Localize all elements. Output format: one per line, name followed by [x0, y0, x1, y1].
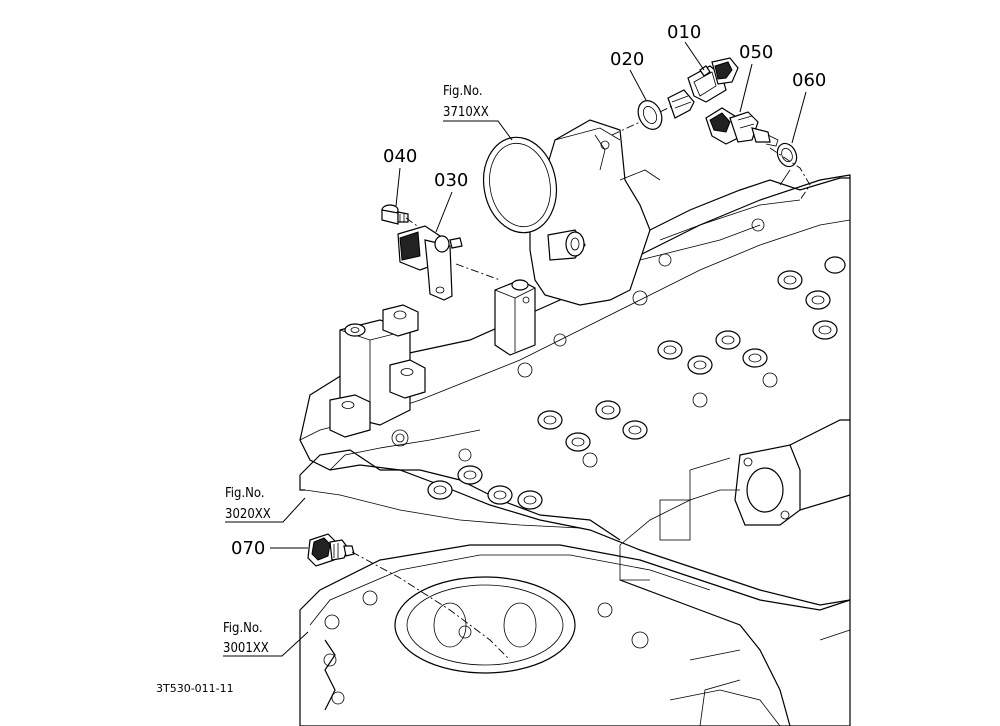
head-top-plate: [649, 169, 850, 241]
part-number-020: 020: [610, 49, 644, 70]
fig-ref-label: Fig.No.: [223, 621, 263, 636]
bolt-040: [381, 204, 409, 225]
callout-040: 040: [383, 146, 417, 207]
part-number-010: 010: [667, 22, 701, 43]
fig-ref-label: Fig.No.: [443, 84, 483, 99]
figure-reference-3020xx: Fig.No. 3020XX: [225, 486, 306, 523]
pressure-switch-070: [307, 533, 355, 567]
part-number-060: 060: [792, 70, 826, 91]
figure-reference-3001xx: Fig.No. 3001XX: [223, 621, 309, 657]
callout-020: 020: [610, 49, 647, 101]
sensor-050: [705, 107, 779, 147]
head-end-bracket: [329, 304, 426, 438]
drawing-code: 3T530-011-11: [156, 682, 234, 695]
fig-ref-number: 3710XX: [443, 105, 489, 120]
callout-070: 070: [231, 538, 308, 559]
callout-050: 050: [739, 42, 773, 113]
sensor-030: [397, 225, 463, 301]
callout-030: 030: [434, 170, 468, 233]
cylinder-head-outline: [299, 174, 851, 606]
gasket-060: [776, 142, 798, 168]
fig-ref-number: 3020XX: [225, 507, 271, 522]
part-number-030: 030: [434, 170, 468, 191]
part-number-050: 050: [739, 42, 773, 63]
cylinder-block-outline: [299, 544, 851, 726]
callout-010: 010: [667, 22, 705, 71]
callout-060: 060: [791, 70, 826, 144]
part-number-040: 040: [383, 146, 417, 167]
fig-ref-number: 3001XX: [223, 641, 269, 656]
thermostat-housing: [482, 119, 761, 306]
figure-reference-3710xx: Fig.No. 3710XX: [443, 84, 513, 141]
gasket-020: [637, 100, 663, 130]
temp-sensor-010: [667, 57, 739, 119]
head-gasket-outline: [299, 449, 621, 541]
sensor-mount-boss: [494, 279, 536, 356]
part-number-070: 070: [231, 538, 265, 559]
fig-ref-label: Fig.No.: [225, 486, 265, 501]
assembly-centerlines: [351, 105, 811, 661]
